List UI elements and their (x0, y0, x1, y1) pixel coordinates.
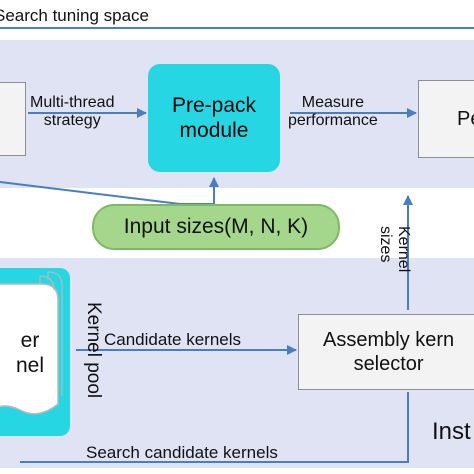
search-space-label: Search tuning space (0, 6, 149, 25)
input-sizes-pill: Input sizes(M, N, K) (92, 204, 340, 250)
candidate-kernels-label: Candidate kernels (104, 330, 242, 349)
prepack-module: Pre-pack module (148, 64, 280, 172)
multi-thread-label: Multi-thread strategy (30, 94, 115, 130)
left-box-top (0, 82, 26, 156)
arrow-diagonal (0, 181, 181, 205)
kernel-doc-stack (0, 283, 59, 415)
kernel-pool-label: Kernel pool (83, 302, 104, 399)
kernel-box-text: er nel (15, 328, 44, 377)
assembly-kernel-selector: Assembly kern selector (298, 314, 474, 390)
inst-label: Inst (432, 418, 471, 445)
search-candidate-label: Search candidate kernels (86, 443, 278, 462)
arrow-search-candidate (20, 392, 409, 463)
performance-box: Pe (418, 80, 474, 158)
kernel-sizes-label: Kernel sizes (376, 226, 412, 273)
measure-performance-label: Measure performance (288, 94, 378, 130)
